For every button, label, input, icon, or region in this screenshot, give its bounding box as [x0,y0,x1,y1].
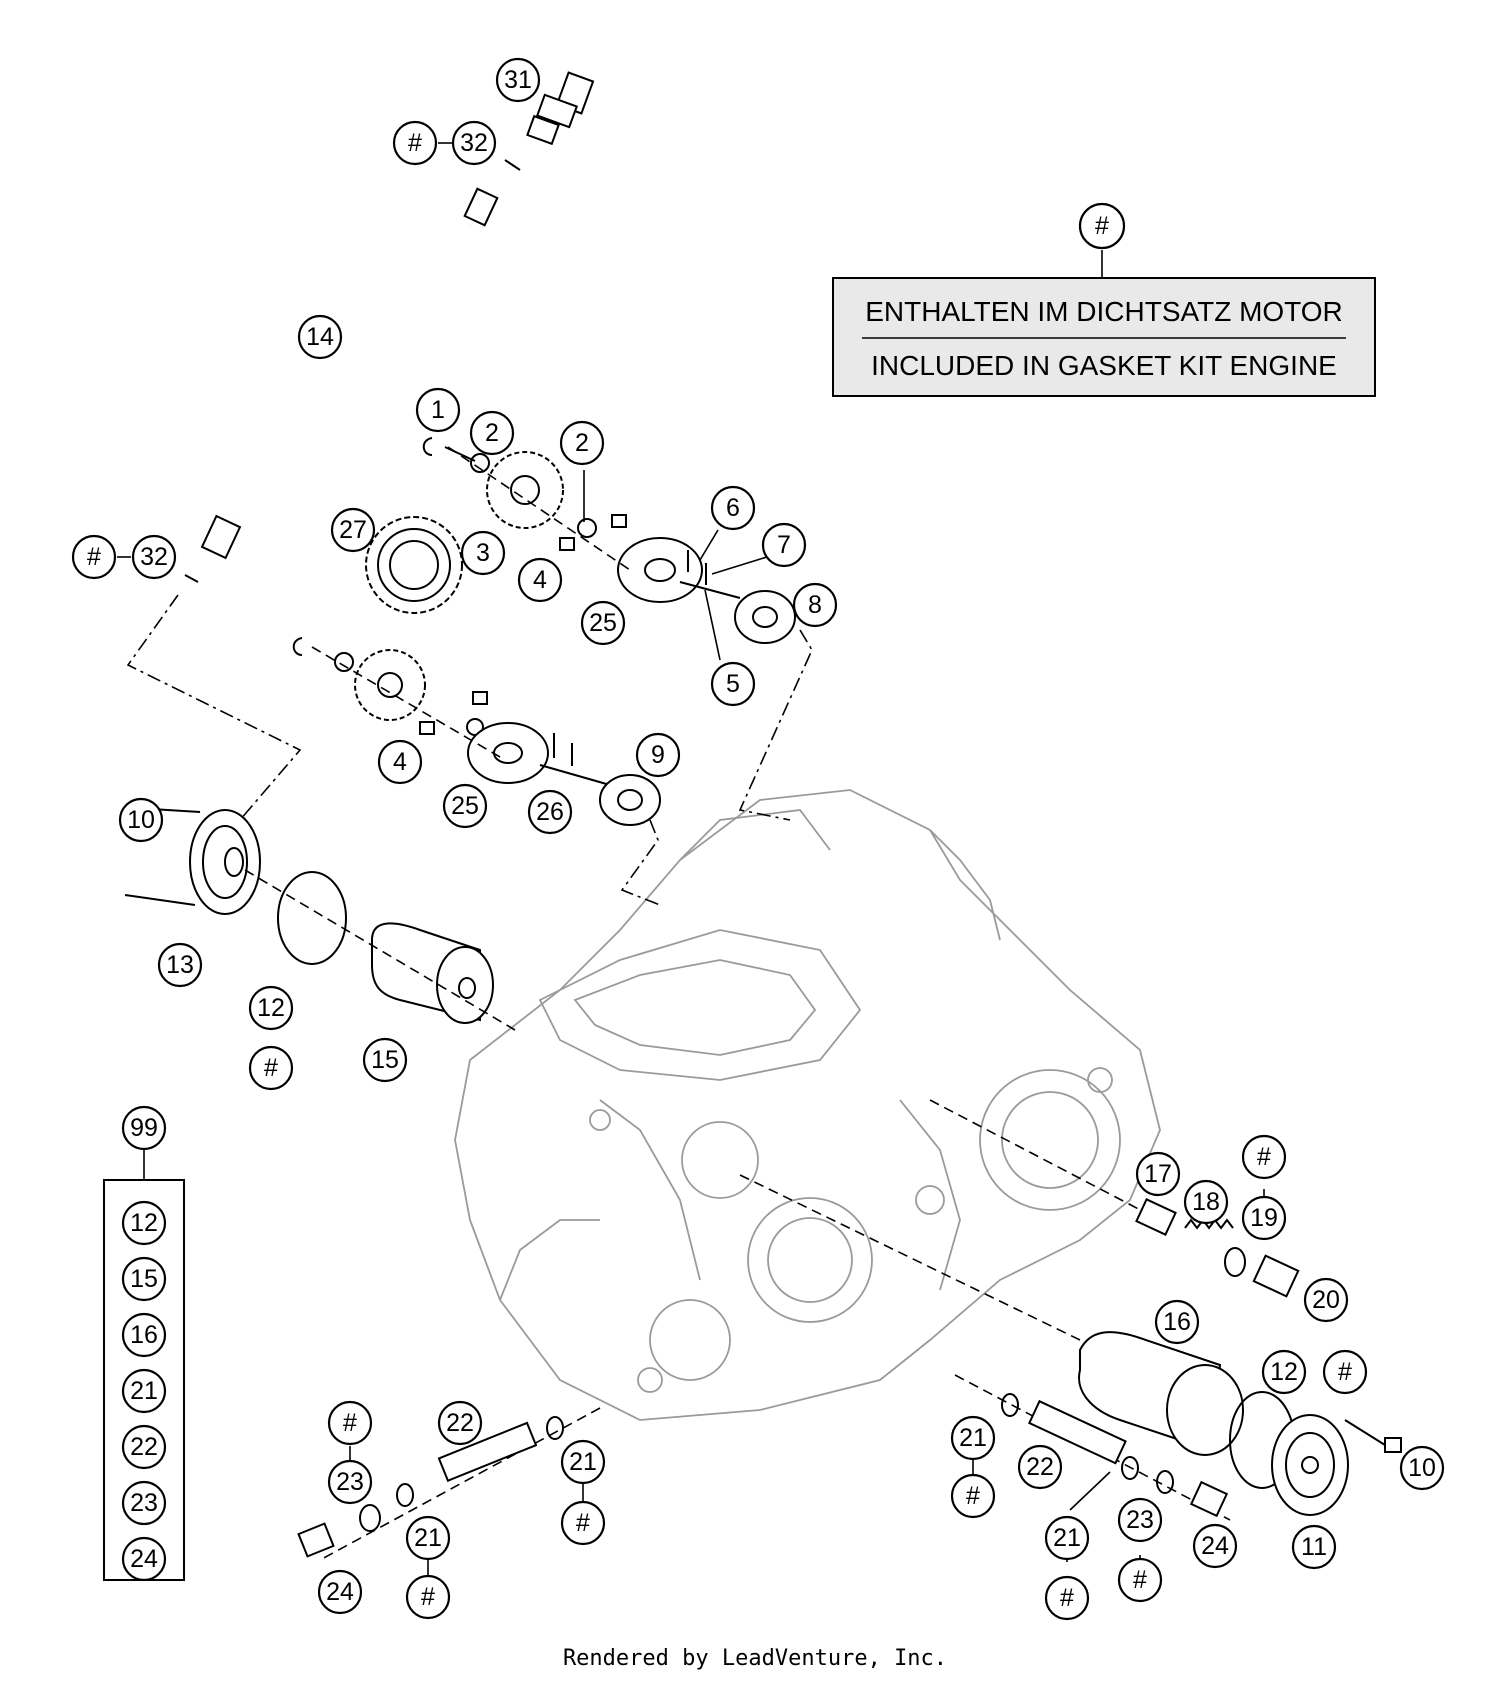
callout-5: 5 [726,670,740,698]
gear-27-icon [365,516,463,614]
callout-3: 3 [476,539,490,567]
callout-23-hash-left: # [343,1409,357,1437]
callout-8: 8 [808,591,822,619]
callout-6: 6 [726,494,740,522]
callout-4-a: 4 [533,566,547,594]
callout-32-hash: # [408,129,422,157]
callout-21-left: 21 [569,1448,597,1476]
o-ring-icon [277,871,347,965]
callout-32-top: 32 [460,129,488,157]
callout-26: 26 [536,798,564,826]
oil-filter-16-icon [1078,1331,1244,1456]
callout-25-a: 25 [589,609,617,637]
valve-right-icon [1001,1393,1229,1518]
upper-pump-shaft-icon [422,437,796,644]
callout-12-hash-b: # [1338,1358,1352,1386]
callout-12-b: 12 [1270,1358,1298,1386]
callout-7: 7 [777,531,791,559]
pressure-switch-icon [526,71,595,146]
callout-12-hash-a: # [264,1054,278,1082]
relief-valve-icon [1135,1198,1300,1298]
callouts: 31 # 32 14 # 32 1 2 2 3 4 27 6 7 8 25 5 … [71,57,1445,1621]
callout-15: 15 [371,1046,399,1074]
callout-10-a: 10 [127,806,155,834]
callout-21-right: 21 [959,1424,987,1452]
kit-item: 22 [130,1433,158,1461]
callout-24-left: 24 [326,1578,354,1606]
callout-31: 31 [504,66,532,94]
callout-21-hash-left: # [576,1509,590,1537]
note-marker-callout: # [1078,202,1126,250]
lower-pump-shaft-icon [292,637,661,826]
callout-32-hash-left: # [87,543,101,571]
callout-17: 17 [1144,1160,1172,1188]
callout-27: 27 [339,516,367,544]
valve-left-icon [297,1416,564,1558]
note-line-de: ENTHALTEN IM DICHTSATZ MOTOR [865,296,1343,327]
callout-9: 9 [651,741,665,769]
callout-10-b: 10 [1408,1454,1436,1482]
callout-21-bottom: 21 [414,1524,442,1552]
oil-line-icon [200,187,499,560]
callout-21-hash-lower-right: # [1060,1584,1074,1612]
kit-item: 15 [130,1265,158,1293]
callout-23-hash-right: # [1133,1566,1147,1594]
callout-18: 18 [1192,1188,1220,1216]
callout-23-left: 23 [336,1468,364,1496]
kit-item: 21 [130,1377,158,1405]
kit-label: 99 [130,1114,158,1142]
engine-crankcase [454,789,1161,1421]
kit-item: 12 [130,1209,158,1237]
footer-credit: Rendered by LeadVenture, Inc. [563,1646,947,1671]
callout-4-b: 4 [393,748,407,776]
callout-2-a: 2 [485,419,499,447]
parts-drawings [124,71,1402,1561]
callout-22-left: 22 [446,1409,474,1437]
callout-1: 1 [431,396,445,424]
note-line-en: INCLUDED IN GASKET KIT ENGINE [871,350,1337,381]
callout-22-right: 22 [1026,1453,1054,1481]
callout-20: 20 [1312,1286,1340,1314]
callout-19: 19 [1250,1204,1278,1232]
callout-21-hash-right: # [966,1482,980,1510]
oil-filter-15-icon [371,922,494,1024]
callout-11: 11 [1301,1533,1327,1561]
callout-21-lower-right: 21 [1053,1524,1081,1552]
kit-99-list: 99 12 15 16 21 22 23 24 [103,1105,185,1582]
callout-14: 14 [306,323,334,351]
kit-item: 16 [130,1321,158,1349]
gasket-kit-note: # ENTHALTEN IM DICHTSATZ MOTOR INCLUDED … [832,202,1376,397]
callout-21-hash-bottom: # [421,1583,435,1611]
callout-19-hash: # [1257,1143,1271,1171]
callout-24-right: 24 [1201,1532,1229,1560]
cover-11-icon [1271,1414,1349,1516]
kit-item: 23 [130,1489,158,1517]
callout-16: 16 [1163,1308,1191,1336]
kit-item: 24 [130,1545,158,1573]
callout-25-b: 25 [451,792,479,820]
note-marker: # [1095,212,1109,240]
callout-23-right: 23 [1126,1506,1154,1534]
callout-32-left: 32 [140,543,168,571]
callout-2-b: 2 [575,429,589,457]
callout-13: 13 [166,951,194,979]
leader-lines [117,142,1289,1575]
callout-12-a: 12 [257,994,285,1022]
